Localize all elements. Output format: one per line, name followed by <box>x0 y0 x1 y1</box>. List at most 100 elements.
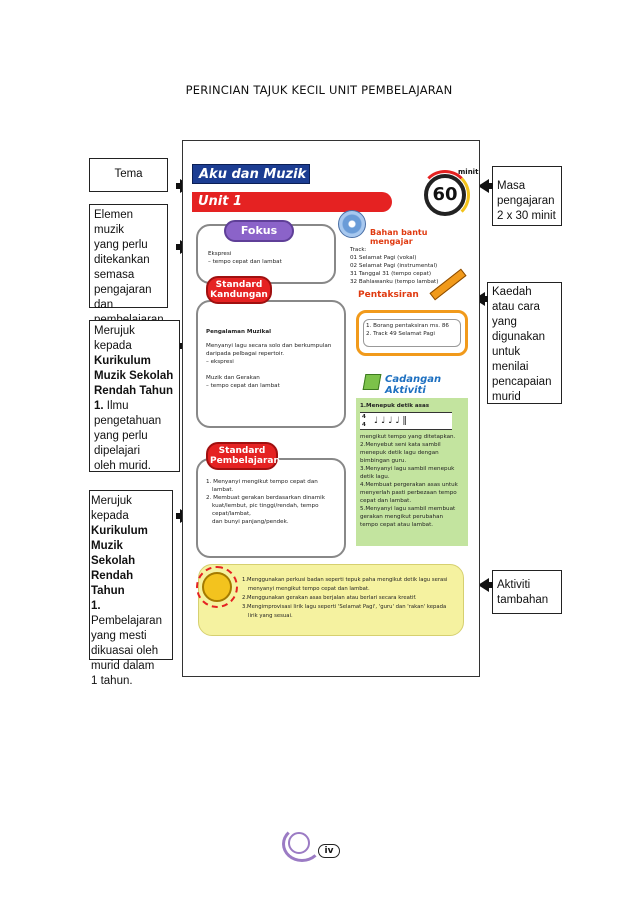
callout-line: atau cara <box>492 301 540 313</box>
track-item: 02 Selamat Pagi (instrumental) <box>350 263 438 269</box>
callout-line: pengajaran <box>497 195 555 207</box>
cadangan-item: 2.Menyebut seni kata sambil <box>360 442 441 448</box>
kandungan-heading: Pengalaman Muzikal <box>206 329 272 335</box>
kandungan-item <box>206 366 331 374</box>
timer-unit: minit <box>458 168 479 176</box>
bulb-rays <box>196 566 238 608</box>
arrow-stem <box>488 183 493 189</box>
callout-line: yang perlu <box>94 430 148 442</box>
standard-kandungan-label: Standard Kandungan <box>206 276 272 304</box>
lightbulb-icon <box>202 572 232 602</box>
callout-bold: 1. <box>94 400 104 412</box>
music-notation: 4 4 ♩ ♩ ♩ ♩ ‖ <box>360 412 452 430</box>
page-title: PERINCIAN TAJUK KECIL UNIT PEMBELAJARAN <box>185 83 453 97</box>
fokus-item: Ekspresi <box>208 251 232 257</box>
cadangan-item: 5.Menyanyi lagu sambil membuat <box>360 506 456 512</box>
callout-line: tambahan <box>497 594 549 606</box>
callout-line: kepada <box>91 510 129 522</box>
pentaksiran-inner <box>363 319 461 347</box>
french-horn-bell <box>288 832 310 854</box>
arrow-left-icon <box>478 179 489 193</box>
callout-bold: Kurikulum <box>94 355 151 367</box>
cadangan-item: cepat dan lambat. <box>360 498 412 504</box>
kandungan-item: – ekspresi <box>206 359 234 365</box>
track-title: Track: <box>350 247 367 253</box>
callout-line: digunakan <box>492 331 546 343</box>
pill-line: Kandungan <box>210 290 268 300</box>
timer-ring <box>420 170 470 220</box>
pill-line: Pembelajaran <box>210 456 280 466</box>
callout-line: murid <box>492 391 521 403</box>
arrow-stem <box>180 343 183 349</box>
callout-line: 1 tahun. <box>91 675 133 687</box>
track-item: 01 Selamat Pagi (vokal) <box>350 255 417 261</box>
arrow-stem <box>488 582 493 588</box>
callout-bold: Muzik Sekolah <box>91 540 136 567</box>
standard-kandungan-box <box>196 300 346 428</box>
idea-item: 3.Mengimprovisasi lirik lagu seperti 'Se… <box>242 604 447 610</box>
callout-line: yang perlu <box>94 239 148 251</box>
callout-bold: Rendah Tahun <box>94 385 174 397</box>
callout-line: Aktiviti <box>497 579 531 591</box>
arrow-stem <box>484 296 488 302</box>
callout-kurikulum-2: Merujuk kepada Kurikulum Muzik Sekolah R… <box>89 490 173 687</box>
kandungan-content: Pengalaman Muzikal Menyanyi lagu secara … <box>206 328 331 390</box>
callout-line: kepada <box>94 340 132 352</box>
pembelajaran-item: dan bunyi panjang/pendek. <box>212 519 289 525</box>
callout-line: yang <box>492 316 517 328</box>
callout-masa: Masa pengajaran 2 x 30 minit <box>492 166 562 226</box>
callout-aktiviti: Aktiviti tambahan <box>492 570 562 614</box>
pembelajaran-item: 1. Menyanyi mengikut tempo cepat dan <box>206 479 318 485</box>
cadangan-item: detik lagu. <box>360 474 390 480</box>
fokus-item: – tempo cepat dan lambat <box>208 259 282 265</box>
callout-bold: Kurikulum <box>91 525 148 537</box>
callout-line: pengetahuan <box>94 415 162 427</box>
callout-line: dipelajari <box>94 445 141 457</box>
callout-line: Merujuk <box>94 325 135 337</box>
pentaksiran-items: 1. Borang pentaksiran ms. 86 2. Track 49… <box>366 322 449 338</box>
kandungan-item: daripada pelbagai repertoir. <box>206 351 285 357</box>
callout-line: untuk <box>492 346 521 358</box>
bahan-bantu-heading: Bahan bantu mengajar <box>370 228 428 246</box>
pentaksiran-heading: Pentaksiran <box>358 290 419 300</box>
unit-theme-banner: Aku dan Muzik <box>192 164 310 184</box>
callout-line: murid dalam <box>91 660 155 672</box>
kandungan-item: Muzik dan Gerakan <box>206 375 260 381</box>
callout-bold: Muzik Sekolah <box>94 370 174 382</box>
pembelajaran-item: kuat/lembut, pic tinggi/rendah, tempo <box>212 503 319 509</box>
cadangan-item: 3.Menyanyi lagu sambil menepuk <box>360 466 455 472</box>
unit-label: Unit 1 <box>192 192 392 212</box>
cadangan-item: 4.Membuat pergerakan asas untuk <box>360 482 458 488</box>
arrow-stem <box>176 244 181 250</box>
idea-item: lirik yang sesuai. <box>248 613 293 619</box>
callout-line: dan <box>94 299 114 311</box>
idea-items: 1.Menggunakan perkusi badan seperti tepu… <box>242 576 448 621</box>
idea-panel <box>198 564 464 636</box>
arrow-stem <box>176 513 181 519</box>
callout-elemen-muzik: Elemen muzik yang perlu ditekankan semas… <box>89 204 168 326</box>
callout-line: Elemen muzik <box>94 209 133 236</box>
arrow-stem <box>176 183 181 189</box>
callout-line: ditekankan <box>94 254 150 266</box>
kandungan-item: Menyanyi lagu secara solo dan berkumpula… <box>206 343 332 349</box>
callout-line: Masa <box>497 180 526 192</box>
callout-line: dikuasai oleh <box>91 645 159 657</box>
french-horn-icon <box>282 826 322 862</box>
cadangan-item: 1.Menepuk detik asas <box>360 403 430 409</box>
callout-line: 2 x 30 minit <box>497 210 556 222</box>
pembelajaran-item: lambat. <box>212 487 234 493</box>
activity-icon <box>362 374 382 390</box>
callout-tema-text: Tema <box>114 168 143 180</box>
callout-line: pencapaian <box>492 376 552 388</box>
callout-line: Pembelajaran <box>91 615 162 627</box>
track-list: Track: 01 Selamat Pagi (vokal) 02 Selama… <box>350 246 438 286</box>
callout-bold: 1. <box>91 600 101 612</box>
cadangan-items: 1.Menepuk detik asas 4 4 ♩ ♩ ♩ ♩ ‖ mengi… <box>360 402 458 529</box>
arrow-left-icon <box>478 578 489 592</box>
pentaksiran-item: 2. Track 49 Selamat Pagi <box>366 331 435 337</box>
cadangan-item: menepuk detik lagu dengan <box>360 450 439 456</box>
cadangan-heading: Cadangan Aktiviti <box>385 374 442 396</box>
callout-kaedah: Kaedah atau cara yang digunakan untuk me… <box>487 282 562 404</box>
pembelajaran-item: cepat/lambat, <box>212 511 251 517</box>
cadangan-item: menyerlah pasti perbezaan tempo <box>360 490 457 496</box>
